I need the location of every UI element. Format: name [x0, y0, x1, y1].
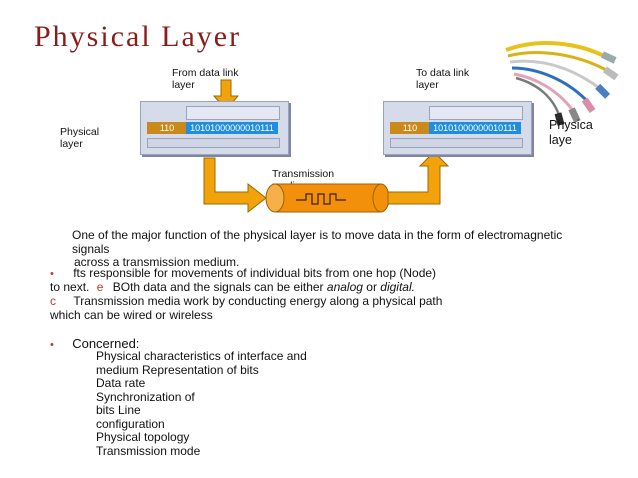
list-item: Transmission mode: [96, 443, 201, 458]
to-data-link-label: To data link layer: [416, 67, 470, 91]
receiver-bits-segment: 10101000000010111: [429, 122, 521, 134]
bullet-transmission-media-continued: which can be wired or wireless: [50, 308, 213, 322]
list-item: Synchronization of: [96, 389, 195, 404]
list-item: Physical characteristics of interface an…: [96, 349, 307, 363]
bullet-transmission-media: c Transmission media work by conducting …: [50, 294, 443, 308]
elbow-arrow-right: [387, 151, 450, 205]
list-item: Data rate: [96, 376, 146, 390]
list-item: bits Line: [96, 403, 141, 417]
physical-layer-left-label: Physical layer: [60, 126, 100, 150]
concerned-list: Physical characteristics of interface an…: [96, 349, 307, 458]
sender-physical-box: 110 10101000000010111: [140, 101, 289, 155]
physical-layer-right-label: Physica laye: [549, 118, 593, 147]
elbow-arrow-left: [203, 157, 267, 214]
list-item: configuration: [96, 416, 165, 431]
bullet-bits-movement: • fts responsible for movements of indiv…: [50, 266, 437, 280]
list-item: medium Representation of bits: [96, 362, 259, 377]
sender-bits-segment: 10101000000010111: [186, 122, 278, 134]
bullet-concerned: • Concerned:: [50, 336, 140, 351]
bullet-bits-movement-continued: to next. e BOth data and the signals can…: [50, 280, 415, 294]
slide-title: Physical Layer: [34, 20, 242, 53]
bullet-mark: •: [50, 268, 54, 280]
transmission-diagram: [203, 79, 450, 214]
transmission-medium-cylinder: [265, 183, 390, 213]
receiver-header-segment: 110: [390, 122, 430, 134]
receiver-physical-box: 110 10101000000010111: [383, 101, 532, 155]
from-data-link-label: From data link layer: [172, 67, 239, 91]
intro-paragraph: One of the major function of the physica…: [72, 228, 563, 269]
signal-wave-icon: [296, 193, 346, 205]
list-item: Physical topology: [96, 430, 190, 444]
sender-header-segment: 110: [147, 122, 187, 134]
cable-bundle-icon: [505, 41, 619, 126]
